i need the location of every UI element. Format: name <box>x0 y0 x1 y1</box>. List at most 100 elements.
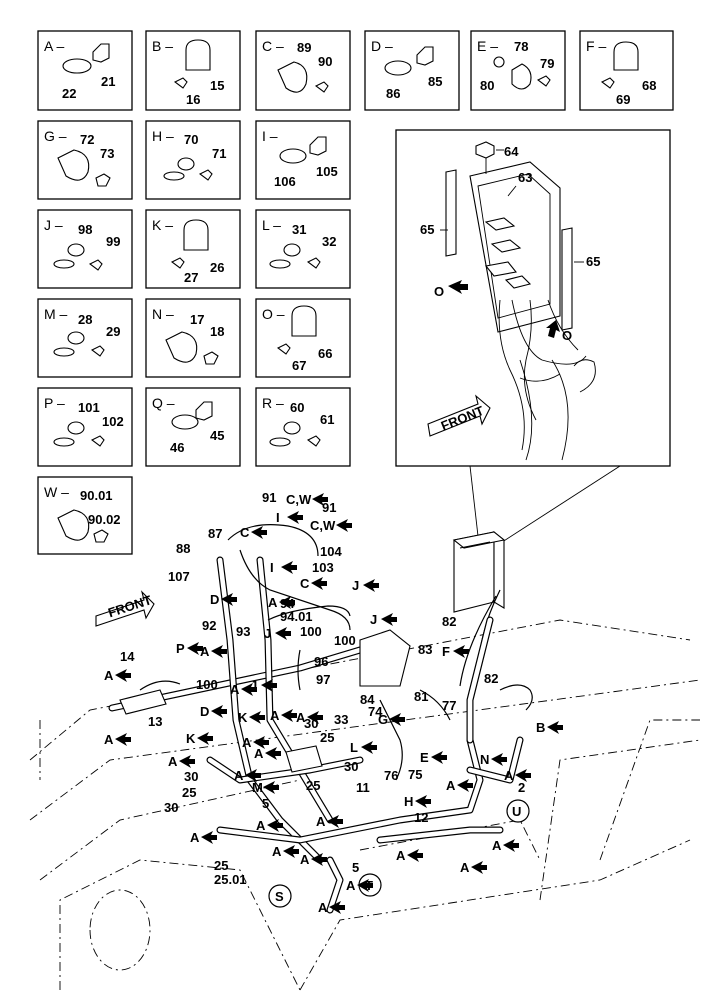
callout-letter: I <box>270 560 274 575</box>
svg-text:H –: H – <box>152 128 174 144</box>
svg-text:63: 63 <box>518 170 532 185</box>
callout-arrow <box>312 493 328 506</box>
svg-text:90.01: 90.01 <box>80 488 113 503</box>
svg-text:70: 70 <box>184 132 198 147</box>
callout-letter: G <box>378 712 388 727</box>
svg-text:90.02: 90.02 <box>88 512 121 527</box>
callout-letter: A <box>268 595 278 610</box>
callout-letter: A <box>168 754 178 769</box>
svg-text:15: 15 <box>210 78 224 93</box>
svg-text:107: 107 <box>168 569 190 584</box>
callout-arrow <box>211 705 227 718</box>
callout-arrow <box>197 732 213 745</box>
svg-text:100: 100 <box>196 677 218 692</box>
svg-text:83: 83 <box>418 642 432 657</box>
svg-text:B –: B – <box>152 38 173 54</box>
callout-arrow <box>241 683 257 696</box>
callout-letter: M <box>252 780 263 795</box>
svg-text:J –: J – <box>44 217 63 233</box>
svg-text:46: 46 <box>170 440 184 455</box>
svg-text:5: 5 <box>262 796 269 811</box>
callout-letter: B <box>536 720 545 735</box>
detail-box-a: A – 21 22 <box>37 30 133 111</box>
svg-text:K –: K – <box>152 217 173 233</box>
detail-box-c: C – 89 90 <box>255 30 351 111</box>
callout-arrow <box>381 613 397 626</box>
callout-letter: A <box>318 900 328 915</box>
svg-text:93: 93 <box>236 624 250 639</box>
callout-arrow <box>279 596 295 609</box>
callout-arrow <box>389 713 405 726</box>
svg-text:18: 18 <box>210 324 224 339</box>
callout-letter: A <box>104 732 114 747</box>
svg-text:85: 85 <box>428 74 442 89</box>
svg-text:81: 81 <box>414 689 428 704</box>
svg-text:33: 33 <box>334 712 348 727</box>
callout-arrow <box>265 747 281 760</box>
callout-arrow <box>283 845 299 858</box>
callout-letter: K <box>238 710 248 725</box>
svg-text:82: 82 <box>442 614 456 629</box>
detail-box-title: A – <box>44 38 64 54</box>
callout-letter: D <box>200 704 209 719</box>
detail-box-b: B – 15 16 <box>145 30 241 111</box>
detail-box-j: J – 98 99 <box>37 209 133 289</box>
svg-text:29: 29 <box>106 324 120 339</box>
svg-text:28: 28 <box>78 312 92 327</box>
svg-text:45: 45 <box>210 428 224 443</box>
callout-arrow <box>179 755 195 768</box>
detail-box-h: H – 70 71 <box>145 120 241 200</box>
svg-text:100: 100 <box>334 633 356 648</box>
svg-text:25.01: 25.01 <box>214 872 247 887</box>
svg-text:25: 25 <box>214 858 228 873</box>
svg-text:94.01: 94.01 <box>280 609 313 624</box>
svg-text:99: 99 <box>106 234 120 249</box>
callout-arrow <box>281 709 297 722</box>
svg-text:S: S <box>275 889 284 904</box>
detail-box-e: E – 78 79 80 <box>470 30 566 111</box>
callout-arrow <box>336 519 352 532</box>
svg-text:31: 31 <box>292 222 306 237</box>
detail-box-f: F – 68 69 <box>579 30 674 111</box>
svg-text:U: U <box>512 804 521 819</box>
svg-text:78: 78 <box>514 39 528 54</box>
detail-box-i: I – 105 106 <box>255 120 351 200</box>
svg-text:88: 88 <box>176 541 190 556</box>
detail-box-m: M – 28 29 <box>37 298 133 378</box>
svg-text:74: 74 <box>368 704 383 719</box>
callout-arrow <box>251 526 267 539</box>
svg-text:75: 75 <box>408 767 422 782</box>
callout-letter: C,W <box>310 518 336 533</box>
callout-arrow <box>249 711 265 724</box>
detail-box-p: P – 101 102 <box>37 387 133 467</box>
detail-box-r: R – 60 61 <box>255 387 351 467</box>
svg-text:O: O <box>434 284 444 299</box>
callout-letter: C <box>300 576 310 591</box>
callout-letter: A <box>316 814 326 829</box>
svg-text:65: 65 <box>586 254 600 269</box>
svg-text:97: 97 <box>316 672 330 687</box>
callout-letter: A <box>504 768 514 783</box>
svg-text:2: 2 <box>518 780 525 795</box>
svg-text:92: 92 <box>202 618 216 633</box>
callout-letter: A <box>446 778 456 793</box>
callout-letter: C <box>240 525 250 540</box>
svg-text:65: 65 <box>420 222 434 237</box>
callout-arrow <box>263 781 279 794</box>
callout-letter: A <box>492 838 502 853</box>
callout-arrow <box>453 645 469 658</box>
svg-text:100: 100 <box>300 624 322 639</box>
callout-arrow <box>431 751 447 764</box>
callout-arrow <box>515 769 531 782</box>
svg-text:16: 16 <box>186 92 200 107</box>
callout-letter: C,W <box>286 492 312 507</box>
callout-arrow <box>311 853 327 866</box>
callout-letter: A <box>242 735 252 750</box>
svg-text:12: 12 <box>414 810 428 825</box>
svg-text:Q –: Q – <box>152 395 175 411</box>
svg-text:32: 32 <box>322 234 336 249</box>
callout-arrow <box>363 579 379 592</box>
callout-arrow <box>547 721 563 734</box>
svg-text:W –: W – <box>44 484 69 500</box>
